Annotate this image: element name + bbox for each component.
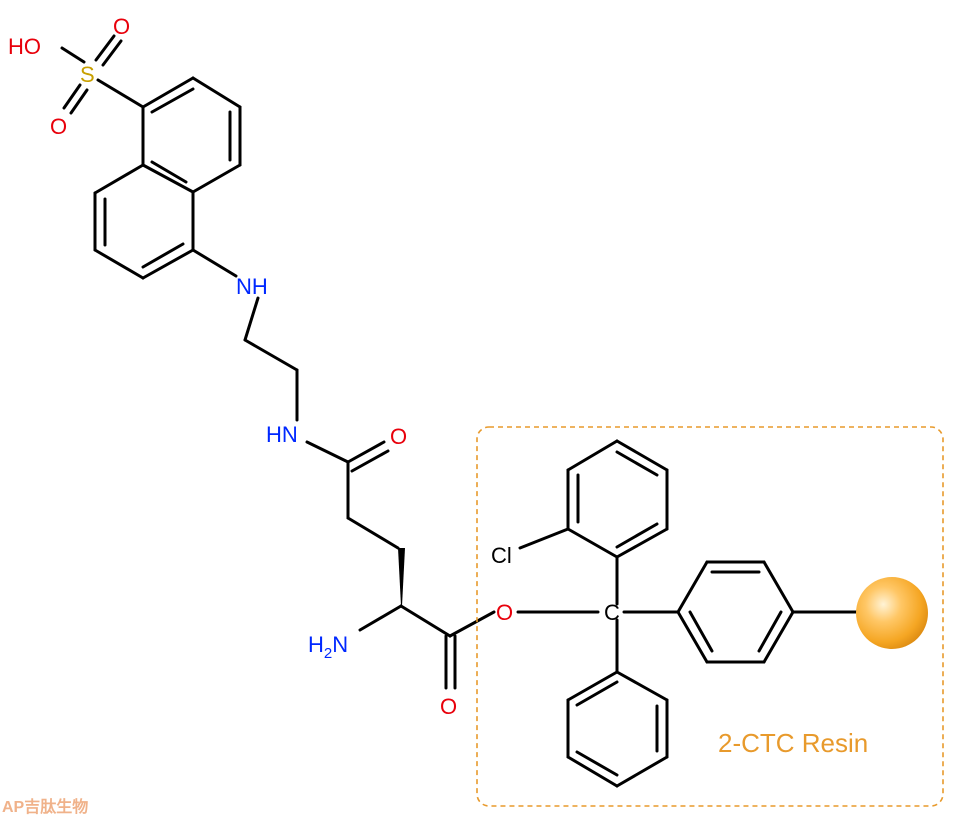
amide-oxygen-label: O <box>390 424 407 449</box>
ethylenediamine-linker: NH HN <box>191 248 299 447</box>
hydroxyl-label: HO <box>8 34 41 59</box>
resin-label: 2-CTC Resin <box>718 728 868 758</box>
sulfonyl-oxygen-bottom: O <box>50 114 67 139</box>
naphthalene-ring <box>93 76 242 280</box>
chlorophenyl-ring: Cl <box>491 439 669 568</box>
phenyl-ring-lower <box>566 670 669 788</box>
carbonyl-oxygen-label: O <box>440 694 457 719</box>
ester-oxygen-label: O <box>496 600 513 625</box>
chlorine-label: Cl <box>491 543 512 568</box>
trityl-core: C <box>604 555 680 674</box>
phenylene-ring-right <box>676 560 860 664</box>
resin-boundary-box <box>476 426 944 807</box>
amide-hn-label: HN <box>266 422 298 447</box>
amine-h2n-label: H2N <box>308 632 348 662</box>
watermark-logo: AP吉肽生物 <box>2 797 88 816</box>
resin-bead <box>856 577 928 649</box>
sulfur-label: S <box>80 62 95 87</box>
sulfonyl-oxygen-top: O <box>113 14 130 39</box>
trityl-carbon-label: C <box>604 600 620 625</box>
glutamine-backbone: O H2N O O <box>305 424 600 719</box>
amine-nh-label: NH <box>236 274 268 299</box>
sulfonic-acid-group: HO S O O <box>8 14 145 139</box>
stereo-wedge <box>398 548 405 606</box>
